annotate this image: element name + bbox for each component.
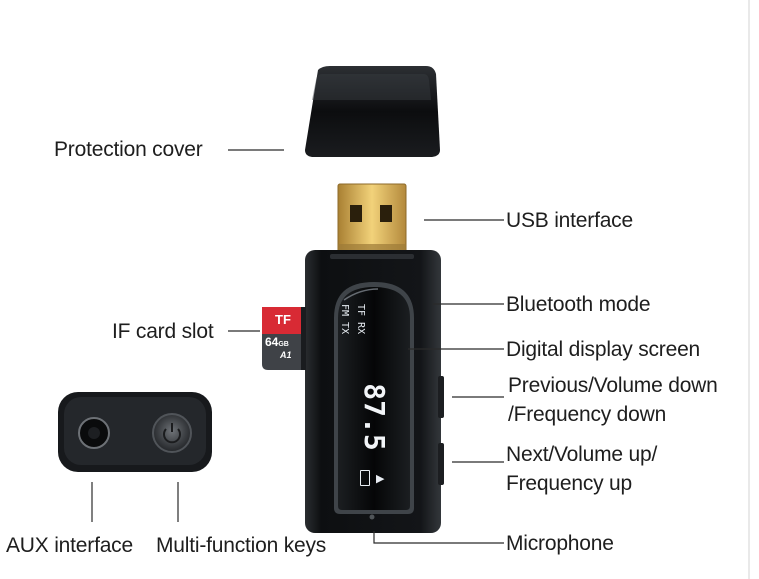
microphone-label: Microphone [506,532,614,555]
next-volume-up-label: Next/Volume up/ Frequency up [506,443,658,495]
page-edge-divider [748,0,750,579]
protection-cover [305,66,440,157]
leader-lines [91,149,504,544]
if-card-slot-label: IF card slot [112,320,214,343]
aux-interface-label: AUX interface [6,534,133,557]
usb-interface-label: USB interface [506,209,633,232]
display-frequency: 87.5 [358,383,391,451]
power-icon [163,423,181,444]
multi-function-key [152,413,192,453]
digital-display-screen-label: Digital display screen [506,338,701,361]
tf-card [262,307,306,370]
protection-cover-label: Protection cover [54,138,203,161]
previous-key [438,376,444,418]
multi-function-keys-label: Multi-function keys [156,534,327,557]
previous-volume-down-label: Previous/Volume down /Frequency down [508,374,718,426]
tf-card-capacity: 64GB [265,335,289,349]
tf-card-brand: TF [275,312,291,327]
bluetooth-mode-label: Bluetooth mode [506,293,651,316]
usb-connector [337,183,407,253]
next-key [438,443,444,485]
display-mode-label-2: FM TX [339,304,350,335]
tf-card-class: A1 [280,350,292,360]
digital-display [334,282,414,514]
display-mode-label-1: TF RX [355,304,366,335]
battery-icon [360,470,370,486]
microphone-hole [369,514,375,520]
aux-side-view [58,392,212,472]
play-pause-icon: ▶ [376,472,385,485]
